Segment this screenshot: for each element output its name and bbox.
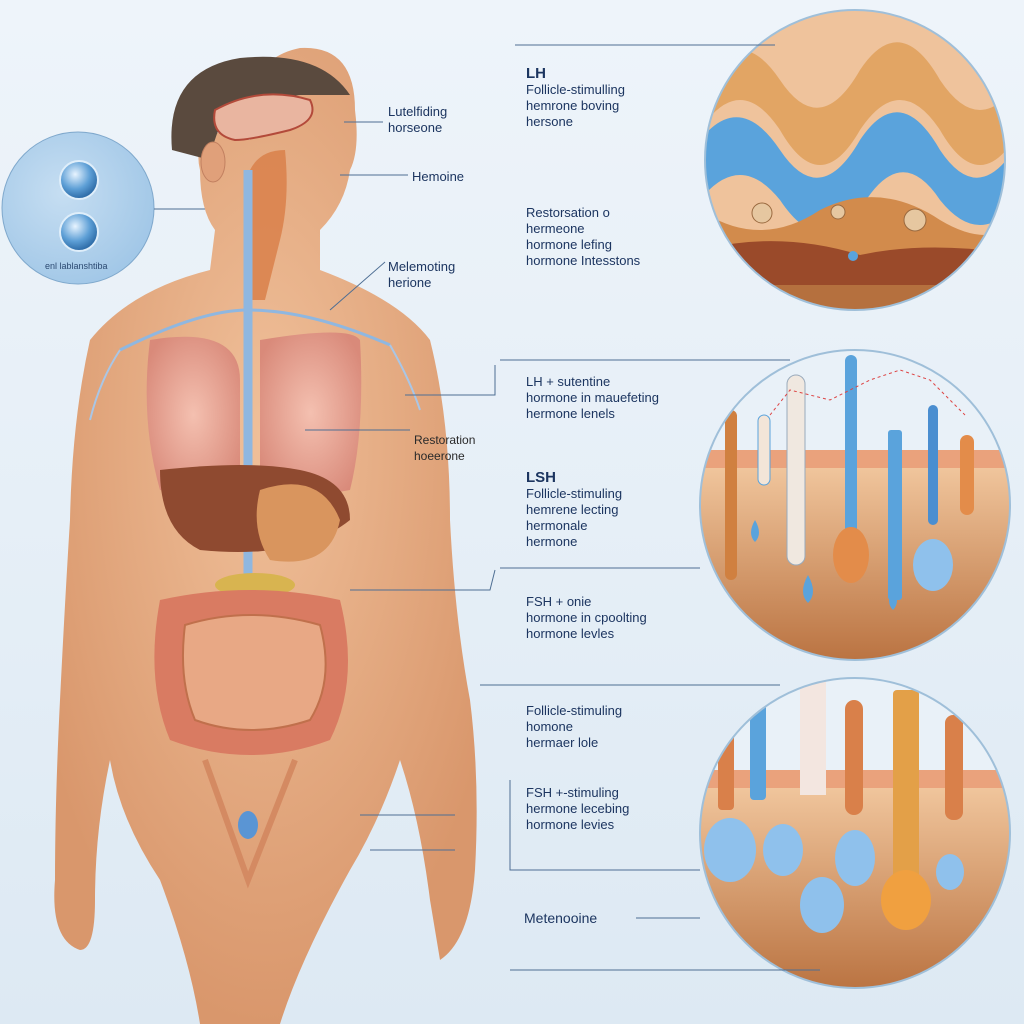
callout-line: hormone in mauefeting — [526, 390, 659, 405]
callout-line: hersone — [526, 114, 573, 129]
callout-line: hormone levles — [526, 626, 615, 641]
callout-line: hormone levies — [526, 817, 615, 832]
callout-line: Restorsation o — [526, 205, 610, 220]
callout-heading: LSH — [526, 469, 556, 486]
label-line: herione — [388, 275, 432, 290]
callout-line: hormone in cpoolting — [526, 610, 647, 625]
callout-line: hermeone — [526, 221, 585, 236]
callout-line: Follicle-stimuling — [526, 703, 623, 718]
callout-line: Follicle-stimuling — [526, 486, 623, 501]
callout-line: hermaer lole — [526, 735, 599, 750]
callout-line: Metenooine — [524, 910, 598, 926]
detail-circle-skin-layers — [705, 10, 1005, 310]
label-line: Lutelfiding — [388, 104, 448, 119]
detail-circle-tubes-1 — [700, 350, 1010, 660]
callout-follicle-stimulating: Follicle-stimuling homone hermaer lole — [526, 703, 622, 751]
callout-line: homone — [526, 719, 573, 734]
label-neck-hormone: Melemoting herione — [388, 259, 455, 291]
callout-line: hormone lefing — [526, 237, 612, 252]
detail-circle-tubes-2 — [700, 678, 1010, 988]
label-lung-hormone: Restoration hoeerone — [414, 432, 475, 464]
callout-heading: LH — [526, 65, 546, 82]
callout-line: FSH +-stimuling — [526, 785, 619, 800]
label-line: hoeerone — [414, 449, 465, 463]
label-line: horseone — [388, 120, 443, 135]
callout-lh-sustaining: LH + sutentine hormone in mauefeting her… — [526, 374, 659, 422]
callout-restoration: Restorsation o hermeone hormone lefing h… — [526, 205, 640, 269]
label-line: Melemoting — [388, 259, 456, 274]
callout-line: Follicle-stimulling — [526, 82, 625, 97]
callout-line: hermone — [526, 534, 578, 549]
callout-line: LH + sutentine — [526, 374, 611, 389]
hormone-sphere-icon — [60, 161, 98, 199]
inset-caption: enl lablanshtiba — [45, 261, 108, 271]
callout-line: hermone lenels — [526, 406, 615, 421]
callout-line: hemrone boving — [526, 98, 620, 113]
label-line: Restoration — [414, 433, 476, 447]
label-nose-hormone: Hemoine — [412, 169, 464, 185]
hormone-sphere-icon — [60, 213, 98, 251]
callout-line: FSH + onie — [526, 594, 592, 609]
callout-fsh-stimulating: FSH +-stimuling hermone lecebing hormone… — [526, 785, 629, 833]
callout-line: hermone lecebing — [526, 801, 630, 816]
callout-line: hormone Intesstons — [526, 253, 641, 268]
callout-fsh-onie: FSH + onie hormone in cpoolting hormone … — [526, 594, 647, 642]
callout-metenooine: Metenooine — [524, 910, 597, 926]
callout-line: hermonale — [526, 518, 588, 533]
label-head-hormone: Lutelfiding horseone — [388, 104, 447, 136]
label-line: Hemoine — [412, 169, 465, 184]
callout-line: hemrene lecting — [526, 502, 619, 517]
callout-lsh: LSH Follicle-stimuling hemrene lecting h… — [526, 470, 622, 550]
callout-lh-follicle: LH Follicle-stimulling hemrone boving he… — [526, 66, 625, 130]
